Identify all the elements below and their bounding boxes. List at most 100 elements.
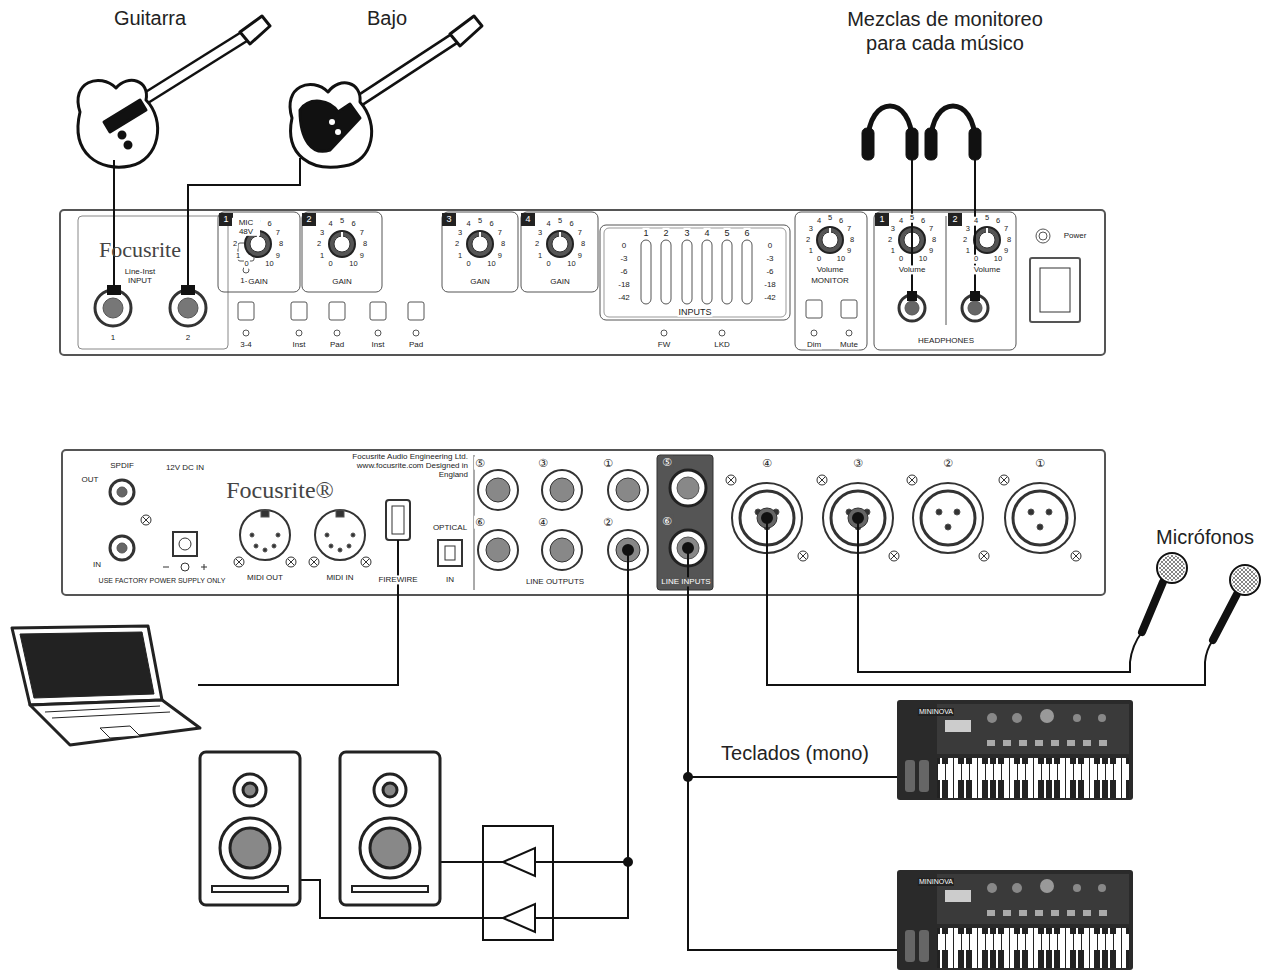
rear-panel-drawing bbox=[907, 475, 917, 485]
headphones bbox=[925, 128, 937, 160]
channel-badge: 2 bbox=[305, 214, 312, 224]
rear-panel-drawing bbox=[979, 551, 989, 561]
front-panel-drawing bbox=[795, 212, 867, 350]
jack-cable bbox=[908, 292, 916, 300]
scale-number: 0 bbox=[465, 260, 471, 269]
rear-panel-drawing bbox=[677, 477, 699, 499]
front-panel-drawing bbox=[291, 302, 307, 320]
rear-panel-drawing bbox=[181, 563, 189, 571]
meter-scale: 0 bbox=[621, 241, 627, 250]
scale-number: 5 bbox=[339, 217, 345, 226]
scale-number: 8 bbox=[931, 236, 937, 245]
scale-number: 2 bbox=[232, 240, 238, 249]
bass-guitar: Bajo bbox=[287, 5, 487, 170]
port-label: OUT bbox=[81, 475, 100, 484]
headphones bbox=[906, 128, 918, 160]
scale-number: 6 bbox=[995, 217, 1001, 226]
scale-number: 5 bbox=[827, 214, 833, 223]
rear-panel-drawing bbox=[173, 532, 197, 556]
speaker bbox=[383, 783, 397, 797]
rear-panel-drawing bbox=[392, 506, 404, 534]
scale-number: 6 bbox=[350, 220, 356, 229]
port-number: ② bbox=[602, 516, 614, 529]
scale-number: 1 bbox=[965, 247, 971, 256]
microphone bbox=[1130, 632, 1142, 662]
rear-cable bbox=[683, 543, 693, 553]
scale-number: 8 bbox=[362, 240, 368, 249]
microphone bbox=[1157, 553, 1187, 583]
rear-cable bbox=[762, 513, 772, 523]
scale-number: 5 bbox=[984, 214, 990, 223]
port-number: ⑤ bbox=[661, 456, 673, 469]
rear-panel-drawing bbox=[351, 533, 355, 537]
scale-number: 10 bbox=[918, 255, 928, 264]
rear-panel-drawing bbox=[62, 450, 1105, 595]
guitar bbox=[78, 80, 158, 167]
keyboard bbox=[683, 700, 1133, 970]
rear-panel-drawing bbox=[250, 533, 254, 537]
port-number: ② bbox=[942, 457, 954, 470]
rear-panel-drawing bbox=[478, 470, 518, 510]
speaker bbox=[340, 752, 440, 905]
scale-number: 3 bbox=[965, 225, 971, 234]
scale-number: 8 bbox=[580, 240, 586, 249]
front-panel-drawing bbox=[329, 302, 345, 320]
bass-guitar bbox=[290, 16, 482, 170]
front-panel-drawing bbox=[170, 290, 206, 326]
front-panel-drawing bbox=[95, 290, 131, 326]
scale-number: 1 bbox=[890, 247, 896, 256]
channel-badge: 1 bbox=[222, 214, 229, 224]
jack-cable bbox=[108, 210, 979, 300]
jack-cable bbox=[911, 210, 913, 297]
rear-panel-drawing bbox=[361, 557, 371, 567]
scale-number: 0 bbox=[327, 260, 333, 269]
laptop bbox=[30, 700, 200, 745]
front-panel-drawing bbox=[905, 301, 919, 315]
front-panel-drawing bbox=[875, 213, 889, 226]
port-label: MIDI OUT bbox=[246, 573, 284, 582]
scale-number: 8 bbox=[1006, 236, 1012, 245]
rear-panel-drawing bbox=[179, 538, 191, 550]
front-panel-drawing bbox=[78, 216, 228, 349]
cable bbox=[974, 170, 976, 210]
rear-panel-drawing bbox=[347, 544, 351, 548]
knob-label: GAIN bbox=[469, 277, 491, 286]
speaker bbox=[230, 828, 270, 868]
rear-panel-drawing bbox=[889, 551, 899, 561]
front-panel-drawing bbox=[302, 212, 382, 292]
scale-number: 4 bbox=[545, 220, 551, 229]
rear-panel: Focusrite® bbox=[62, 450, 1105, 595]
node-label: Bajo bbox=[367, 6, 407, 30]
scale-number: 0 bbox=[816, 255, 822, 264]
laptop bbox=[45, 706, 170, 718]
rear-panel-drawing bbox=[999, 475, 1009, 485]
front-panel-drawing bbox=[604, 228, 786, 317]
scale-number: 1 bbox=[457, 251, 463, 260]
front-panel-drawing bbox=[1039, 232, 1047, 240]
scale-number: 7 bbox=[497, 228, 503, 237]
rear-panel-drawing bbox=[315, 510, 365, 560]
front-panel-drawing bbox=[243, 330, 249, 336]
scale-number: 9 bbox=[846, 247, 852, 256]
rear-panel-drawing bbox=[234, 557, 244, 567]
front-panel-drawing bbox=[467, 231, 493, 257]
section-label: LINE INPUTS bbox=[660, 577, 711, 586]
knob-label: GAIN bbox=[331, 277, 353, 286]
knob-label: GAIN bbox=[549, 277, 571, 286]
port-label: MIDI IN bbox=[325, 573, 354, 582]
button-label: Pad bbox=[329, 340, 345, 349]
rear-panel-drawing bbox=[913, 483, 983, 553]
front-panel-drawing bbox=[413, 330, 419, 336]
rear-panel-drawing bbox=[117, 487, 127, 497]
rear-panel-drawing bbox=[478, 530, 518, 570]
front-panel-drawing bbox=[641, 240, 651, 304]
meter-number: 1 bbox=[642, 228, 649, 238]
scale-number: 6 bbox=[266, 220, 272, 229]
front-panel-drawing bbox=[968, 301, 982, 315]
scale-number: 9 bbox=[359, 251, 365, 260]
node-label: Mezclas de monitoreo para cada músico bbox=[833, 7, 1058, 55]
scale-number: 8 bbox=[278, 240, 284, 249]
bass-guitar bbox=[290, 83, 372, 167]
scale-number: 4 bbox=[816, 217, 822, 226]
